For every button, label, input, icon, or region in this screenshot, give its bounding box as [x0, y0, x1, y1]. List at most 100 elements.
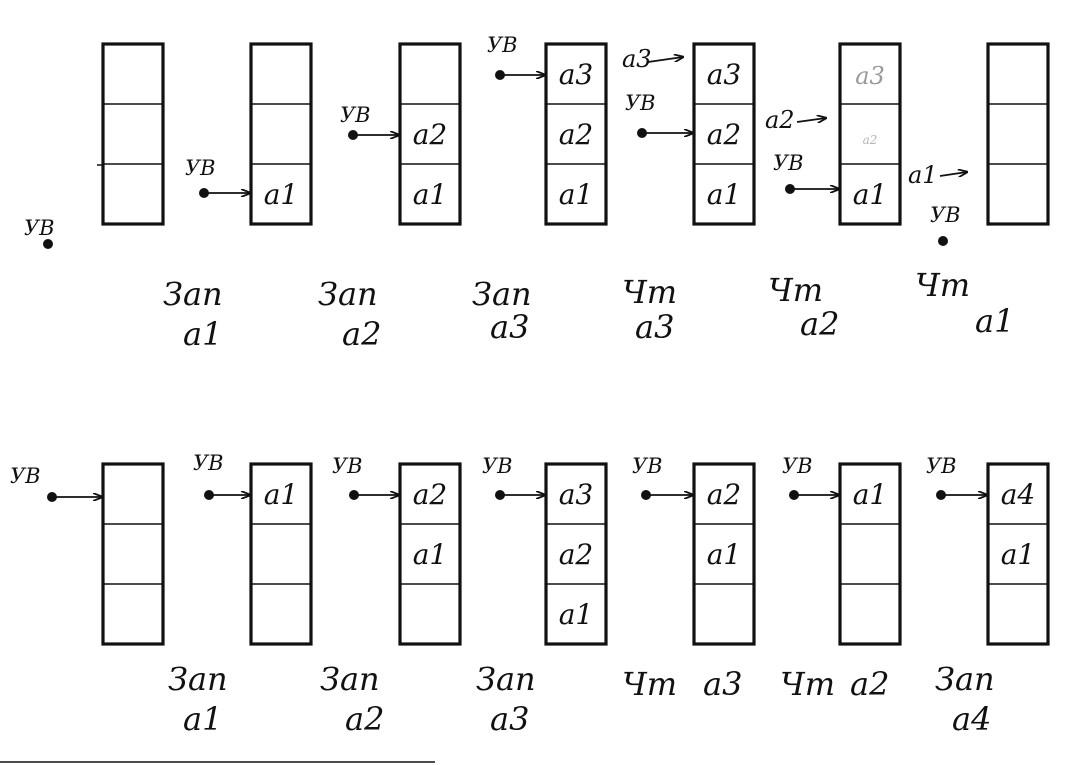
pointer-bottom-3: УВ	[332, 454, 399, 500]
pointer-top-4: УВ	[487, 33, 545, 80]
read-out-label: a2	[765, 106, 795, 134]
cell-value: a2	[559, 538, 594, 571]
read-out-arrow	[647, 57, 683, 63]
pointer-top-1: УВ	[24, 216, 55, 249]
pointer-label: УВ	[782, 454, 813, 478]
cell-value: a1	[1001, 538, 1036, 571]
pointer-label: УВ	[10, 464, 41, 488]
cell-value: a3	[559, 478, 594, 511]
caption-element: a1	[183, 315, 222, 353]
read-out-label: a3	[622, 45, 652, 73]
cell-value: a2	[707, 118, 742, 151]
caption-operation: Чт	[780, 665, 835, 703]
caption-operation: Чт	[915, 266, 970, 304]
stack-bottom-6: a1	[838, 462, 902, 646]
pointer-label: УВ	[487, 33, 518, 57]
cell-value: a1	[264, 178, 299, 211]
caption-element: a2	[342, 315, 381, 353]
caption-element: a3	[703, 665, 742, 703]
stack-top-2: a1	[249, 42, 313, 226]
cell-value: a1	[413, 178, 448, 211]
pointer-bottom-1: УВ	[10, 464, 102, 502]
captions-layer: Запa1Запa2Запa3Чтa3Чтa2Чтa1Запa1Запa2Зап…	[163, 266, 1014, 738]
caption-bottom-5: Чт a3	[622, 665, 742, 703]
stack-frame	[101, 42, 165, 226]
caption-element: a1	[183, 700, 222, 738]
caption-operation: Чт	[622, 665, 677, 703]
cell-value: a1	[559, 598, 594, 631]
caption-operation: Чт	[622, 273, 677, 311]
stack-top-5: a3 a2 a1	[692, 42, 756, 226]
read-out-arrow	[796, 118, 826, 122]
stack-frame	[692, 462, 756, 646]
pointer-bottom-7: УВ	[926, 454, 987, 500]
caption-element: a2	[850, 665, 889, 703]
stack-top-1	[101, 42, 165, 226]
caption-operation: Чт	[768, 271, 823, 309]
pointer-bottom-5: УВ	[632, 454, 693, 500]
read-out-5: a3	[622, 45, 683, 73]
caption-operation: Зап	[168, 660, 228, 698]
pointer-label: УВ	[625, 91, 656, 115]
caption-operation: Зап	[935, 660, 995, 698]
cell-value: a1	[853, 478, 888, 511]
stack-frame	[249, 42, 313, 226]
cell-value: a1	[559, 178, 594, 211]
caption-operation: Зап	[320, 660, 380, 698]
cell-value: a1	[707, 538, 742, 571]
pointer-label: УВ	[24, 216, 55, 240]
stack-bottom-7: a4 a1	[986, 462, 1050, 646]
caption-element: a2	[800, 305, 839, 343]
caption-element: a3	[490, 308, 529, 346]
caption-element: a3	[490, 700, 529, 738]
stack-top-6: a3 a2 a1	[838, 42, 902, 226]
pointer-top-6: УВ	[773, 151, 839, 194]
stack-frame	[838, 42, 902, 226]
pointer-label: УВ	[332, 454, 363, 478]
cell-value: a1	[853, 178, 888, 211]
caption-element: a2	[345, 700, 384, 738]
caption-operation: Зап	[318, 275, 378, 313]
cell-value: a4	[1001, 478, 1036, 511]
read-out-label: a1	[908, 161, 938, 189]
pointer-bottom-2: УВ	[193, 451, 250, 500]
cell-value: a3	[707, 58, 742, 91]
caption-element: a3	[635, 308, 674, 346]
pointer-bottom-4: УВ	[482, 454, 545, 500]
caption-element: a1	[975, 302, 1014, 340]
cell-value: a1	[413, 538, 448, 571]
stack-frame	[249, 462, 313, 646]
caption-operation: Зап	[163, 275, 223, 313]
stack-frame	[398, 42, 462, 226]
pointer-top-3: УВ	[340, 103, 399, 140]
stack-frame	[986, 462, 1050, 646]
stack-frame	[986, 42, 1050, 226]
read-out-7: a1	[908, 161, 967, 189]
stack-top-7	[986, 42, 1050, 226]
stack-bottom-3: a2 a1	[398, 462, 462, 646]
pointer-label: УВ	[482, 454, 513, 478]
read-out-arrow	[939, 172, 967, 176]
cell-value: a1	[707, 178, 742, 211]
cell-value: a2	[413, 478, 448, 511]
cell-value: a2	[863, 133, 878, 147]
caption-operation: Зап	[472, 275, 532, 313]
caption-bottom-6: Чт a2	[780, 665, 889, 703]
pointer-top-2: УВ	[185, 156, 250, 198]
cell-value: a2	[559, 118, 594, 151]
cell-value: a3	[855, 62, 885, 90]
cell-value: a2	[413, 118, 448, 151]
read-out-6: a2	[765, 106, 826, 134]
